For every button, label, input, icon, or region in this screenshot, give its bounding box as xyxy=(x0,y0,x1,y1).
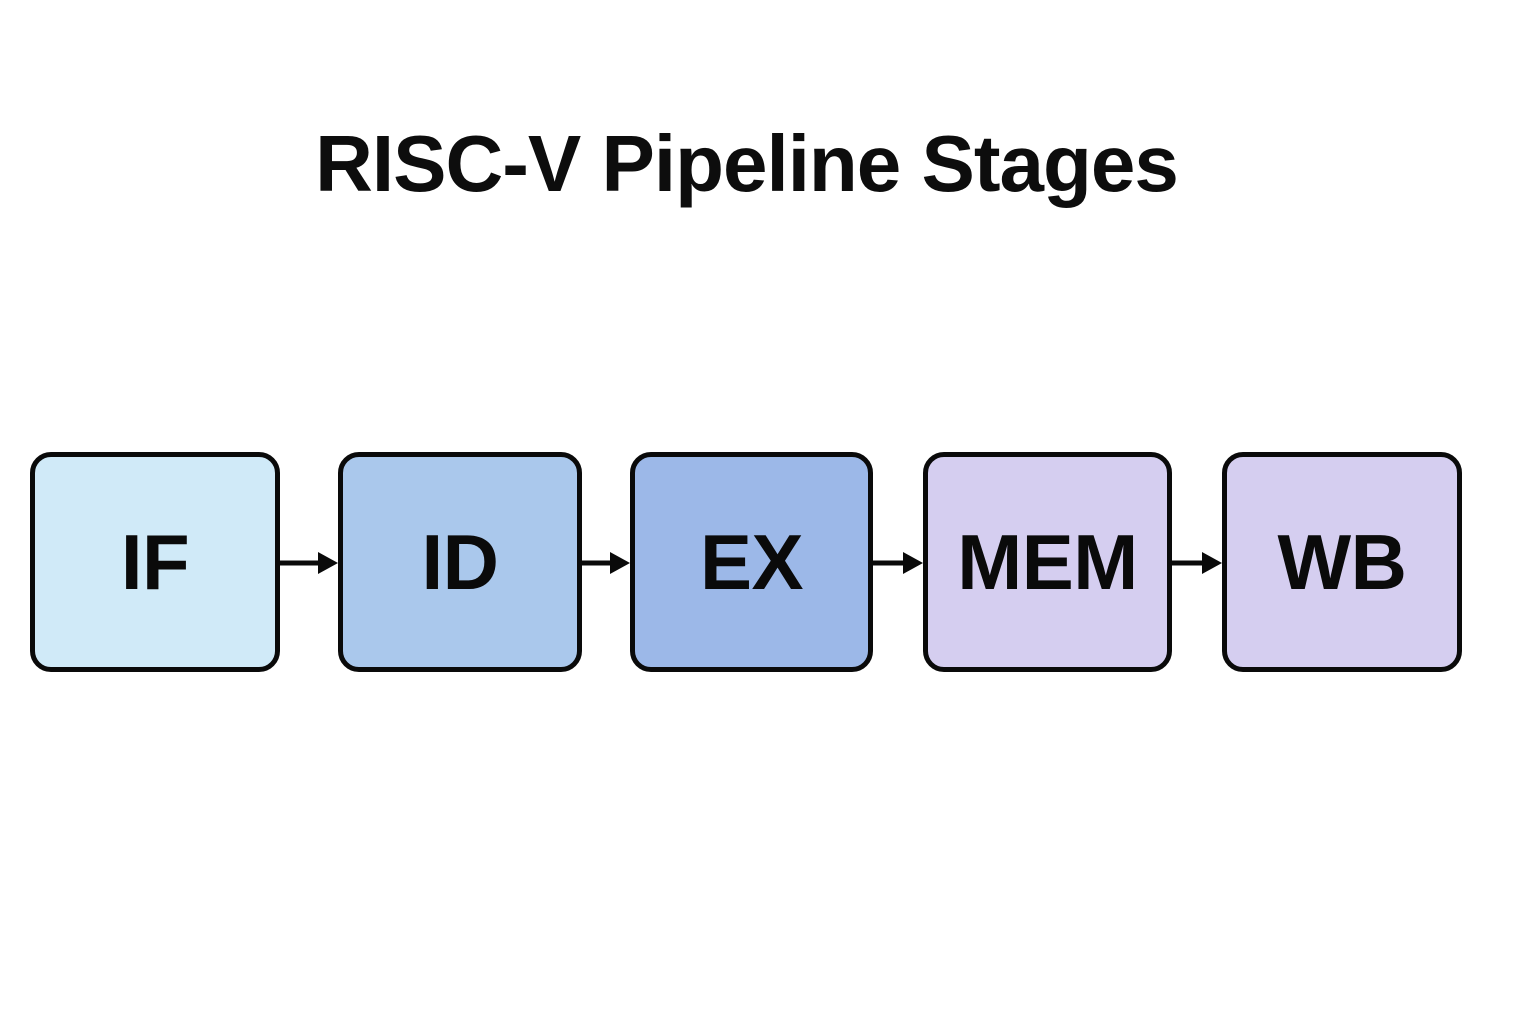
stage-label: EX xyxy=(699,518,804,606)
stage-label: ID xyxy=(421,518,500,606)
stage-box-id[interactable]: ID xyxy=(338,452,582,672)
arrow-id-to-ex-icon xyxy=(582,550,630,576)
stage-box-mem[interactable]: MEM xyxy=(923,452,1172,672)
arrow-if-to-id-icon xyxy=(280,550,338,576)
stage-box-ex[interactable]: EX xyxy=(630,452,873,672)
stage-label: WB xyxy=(1277,518,1407,606)
pipeline-stage-row: IF ID EX MEM WB xyxy=(0,452,1536,674)
stage-label: MEM xyxy=(957,518,1138,606)
stage-box-wb[interactable]: WB xyxy=(1222,452,1462,672)
arrow-ex-to-mem-icon xyxy=(873,550,923,576)
stage-box-if[interactable]: IF xyxy=(30,452,280,672)
arrow-mem-to-wb-icon xyxy=(1172,550,1222,576)
page-title: RISC-V Pipeline Stages xyxy=(315,119,1179,208)
stage-label: IF xyxy=(120,518,190,606)
